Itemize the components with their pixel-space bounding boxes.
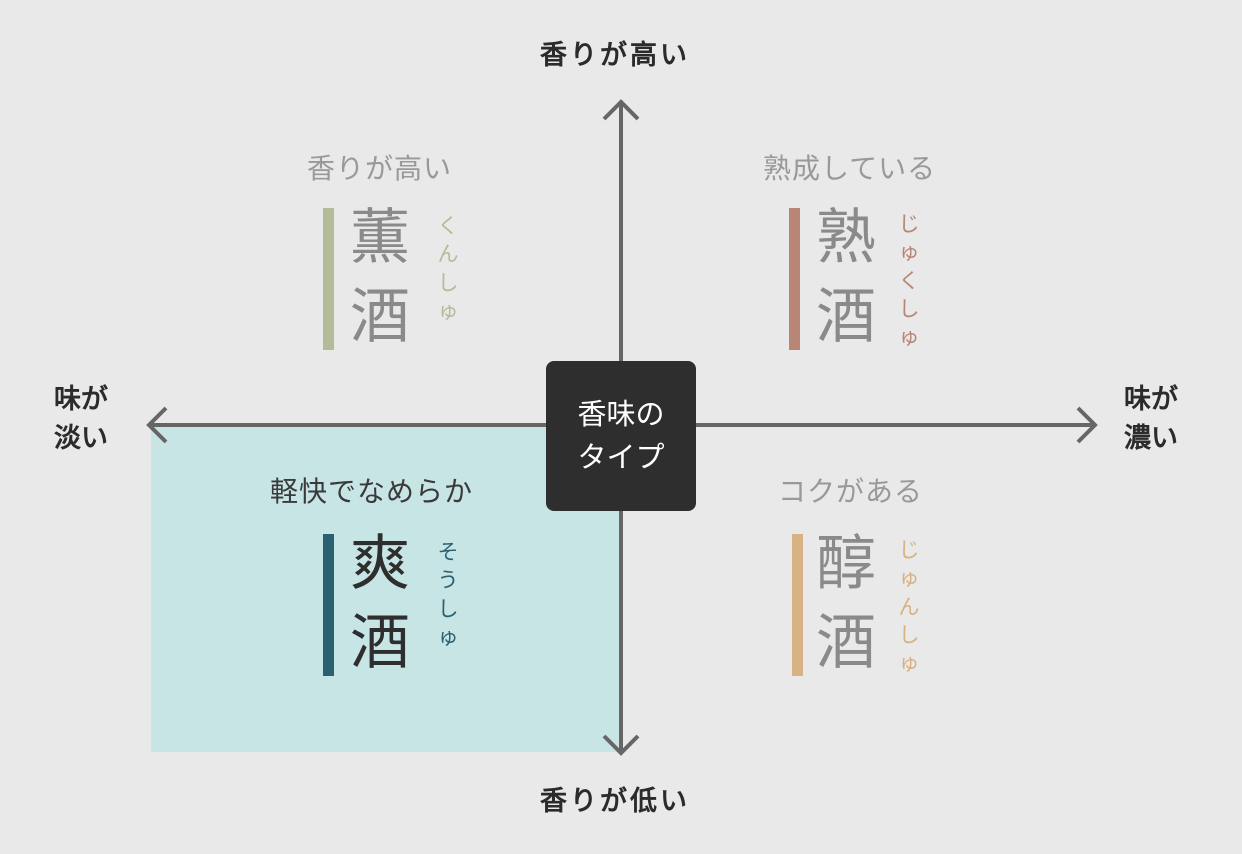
soushu-reading: そうしゅ: [437, 540, 459, 650]
axis-label-taste-light-line1: 味が: [54, 384, 108, 415]
soushu-bar: [323, 534, 334, 676]
axis-label-taste-rich-line1: 味が: [1124, 384, 1178, 415]
axis-label-taste-rich-line2: 濃い: [1124, 423, 1178, 455]
kunshu-reading: くんしゅ: [437, 214, 459, 324]
arrow-left-icon: [146, 406, 168, 444]
junshu-reading: じゅんしゅ: [898, 538, 920, 676]
jukushu-char-1: 熟: [816, 203, 876, 273]
arrow-right-icon: [1076, 406, 1098, 444]
arrow-down-icon: [602, 734, 640, 756]
soushu-char-1: 爽: [350, 529, 410, 599]
center-label-box: 香味の タイプ: [546, 361, 696, 511]
kunshu-bar: [323, 208, 334, 350]
junshu-bar: [792, 534, 803, 676]
kunshu-char-1: 薫: [350, 203, 410, 273]
axis-label-taste-light-line2: 淡い: [54, 423, 108, 455]
axis-label-taste-light: 味が 淡い: [54, 380, 108, 458]
junshu-description: コクがある: [778, 475, 924, 508]
jukushu-description: 熟成している: [763, 152, 937, 185]
kunshu-description: 香りが高い: [307, 152, 453, 185]
soushu-description: 軽快でなめらか: [270, 475, 474, 508]
soushu-highlight-area: [151, 425, 621, 752]
junshu-char-1: 醇: [816, 529, 876, 599]
jukushu-char-2: 酒: [816, 282, 876, 352]
arrow-up-icon: [602, 99, 640, 121]
axis-label-aroma-low: 香りが低い: [540, 786, 690, 817]
center-label-line1: 香味の: [577, 396, 665, 431]
axis-label-aroma-high: 香りが高い: [540, 40, 690, 71]
junshu-char-2: 酒: [816, 608, 876, 678]
axis-label-taste-rich: 味が 濃い: [1124, 380, 1178, 458]
kunshu-char-2: 酒: [350, 282, 410, 352]
soushu-char-2: 酒: [350, 608, 410, 678]
jukushu-bar: [789, 208, 800, 350]
jukushu-reading: じゅくしゅ: [898, 212, 920, 350]
center-label-line2: タイプ: [577, 440, 665, 474]
